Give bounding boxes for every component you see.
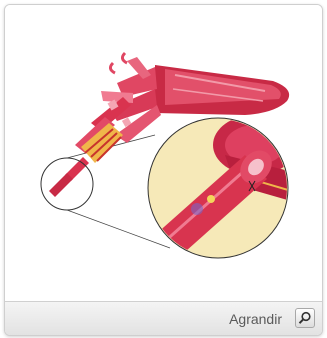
magnifier-icon — [298, 311, 312, 325]
viewer-toolbar: Agrandir — [5, 301, 322, 336]
magnified-inset — [148, 115, 305, 259]
enlarge-link[interactable]: Agrandir — [229, 311, 282, 327]
muscle-fiber-illustration[interactable] — [5, 5, 322, 301]
muscle-illustration-svg — [5, 5, 322, 301]
image-viewer: Agrandir — [4, 4, 323, 336]
zoom-button[interactable] — [295, 308, 315, 328]
